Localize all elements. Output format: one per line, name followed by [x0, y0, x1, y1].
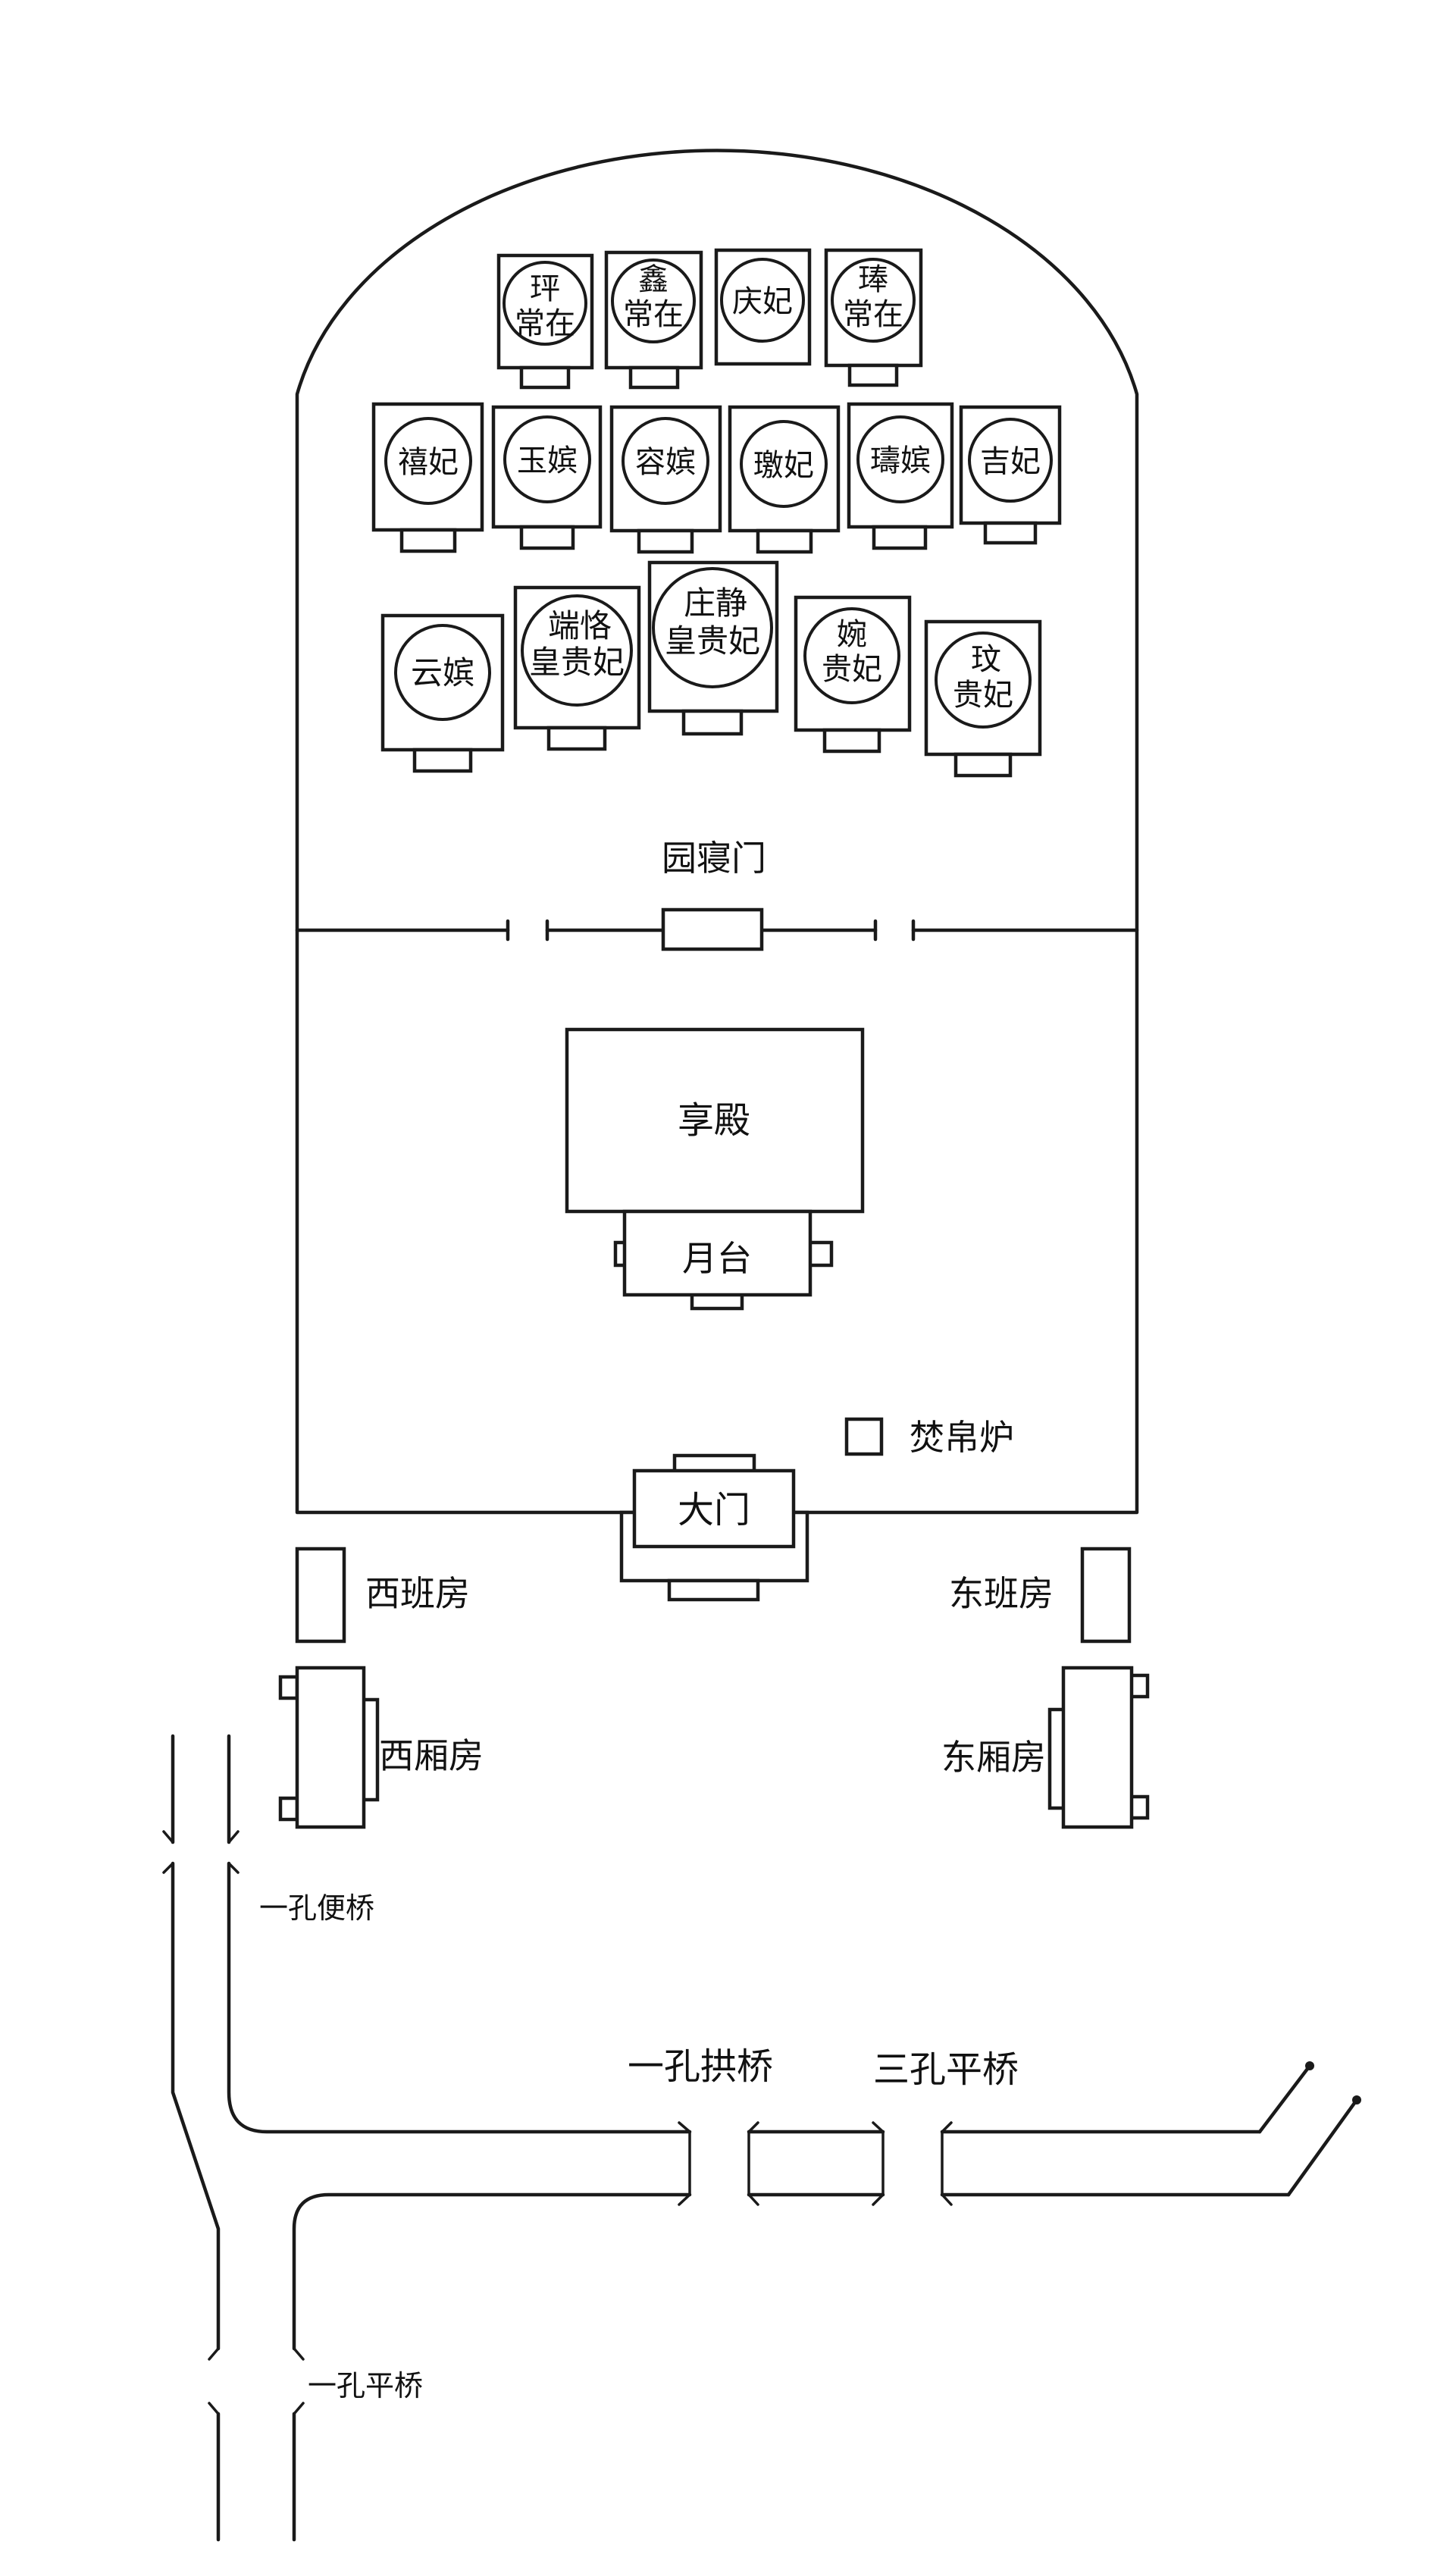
- west-duty-room: [295, 1547, 346, 1644]
- svg-text:禧妃: 禧妃: [398, 445, 459, 480]
- enclosure-wall: [295, 149, 1139, 1515]
- svg-text:璹嫔: 璹嫔: [870, 443, 931, 478]
- svg-text:皇贵妃: 皇贵妃: [529, 644, 625, 681]
- svg-text:玶: 玶: [530, 271, 560, 306]
- yuanqin-gate-label: 园寝门: [662, 838, 766, 879]
- svg-text:皇贵妃: 皇贵妃: [665, 622, 760, 660]
- waterway: [162, 1734, 1361, 2542]
- east-wing-room: [1047, 1666, 1150, 1829]
- svg-text:璬妃: 璬妃: [753, 448, 814, 483]
- svg-text:玟: 玟: [971, 642, 1001, 677]
- east-wing-label: 东厢房: [941, 1737, 1046, 1778]
- moon-terrace-label: 月台: [682, 1238, 752, 1279]
- east-duty-label: 东班房: [949, 1573, 1054, 1614]
- svg-text:端恪: 端恪: [548, 607, 612, 644]
- tomb-row-2: 禧妃 玉嫔 容嫔 璬妃 璹嫔 吉妃: [371, 402, 1062, 554]
- west-wing-room: [278, 1666, 380, 1829]
- yuanqin-gate-shape: [661, 907, 764, 951]
- svg-text:庆妃: 庆妃: [732, 284, 793, 319]
- svg-text:婉: 婉: [837, 617, 867, 652]
- svg-text:贵妃: 贵妃: [953, 678, 1013, 713]
- main-gate-label: 大门: [678, 1489, 750, 1531]
- tomb-row-1: 玶 常在 鑫 常在 庆妃 琫 常在: [496, 248, 923, 390]
- burner-shape: [844, 1417, 884, 1456]
- svg-text:贵妃: 贵妃: [822, 652, 882, 687]
- bridge-label-arched: 一孔拱桥: [628, 2045, 773, 2088]
- svg-text:琫: 琫: [858, 262, 888, 297]
- east-duty-room: [1080, 1547, 1132, 1644]
- bridge-label-three-arch: 三孔平桥: [873, 2048, 1019, 2091]
- svg-text:吉妃: 吉妃: [980, 444, 1041, 479]
- burner-label: 焚帛炉: [910, 1417, 1014, 1458]
- svg-text:鑫: 鑫: [638, 262, 669, 297]
- svg-text:常在: 常在: [623, 297, 684, 332]
- svg-text:常在: 常在: [843, 297, 903, 332]
- west-wing-label: 西厢房: [379, 1735, 484, 1776]
- xiang-hall: [565, 1027, 865, 1214]
- moon-terrace: [613, 1209, 834, 1311]
- svg-text:常在: 常在: [515, 306, 575, 341]
- west-duty-label: 西班房: [365, 1573, 470, 1614]
- main-gate: [619, 1453, 809, 1602]
- bridge-label-convenience: 一孔便桥: [259, 1891, 374, 1925]
- svg-text:玉嫔: 玉嫔: [517, 443, 578, 478]
- xiang-hall-label: 享殿: [678, 1099, 750, 1142]
- bridge-label-flat: 一孔平桥: [308, 2369, 423, 2402]
- svg-text:庄静: 庄静: [684, 584, 747, 622]
- svg-text:云嫔: 云嫔: [411, 654, 474, 691]
- svg-text:容嫔: 容嫔: [635, 445, 696, 480]
- tomb-row-3: 云嫔 端恪 皇贵妃 庄静 皇贵妃 婉 贵妃 玟 贵妃: [380, 560, 1042, 778]
- cross-wall: [295, 919, 1139, 942]
